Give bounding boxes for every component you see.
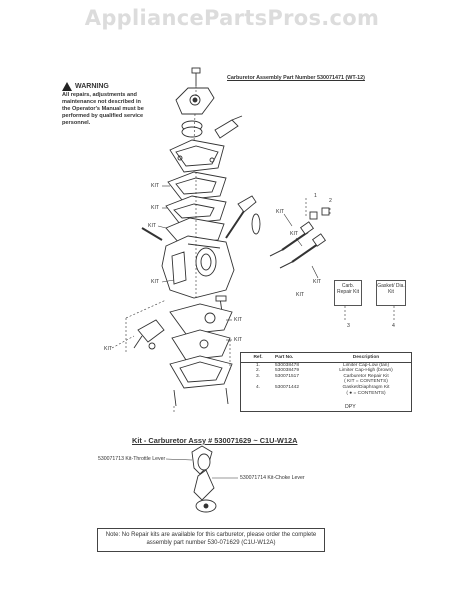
table-row: ( KIT = CONTENTS) [241,379,411,385]
col-ref-header: Ref. [253,355,263,360]
warning-block: WARNING All repairs, adjustments and mai… [62,82,150,127]
bottom-screws [173,387,229,407]
ref-number-3: 3 [347,323,350,329]
kit-section-title: Kit - Carburetor Assy # 530071629 ~ C1U-… [132,436,298,445]
cell-part: 530038478 [275,362,300,368]
warning-heading: WARNING [75,83,109,90]
parts-table: Ref. Part No. Description 1. 530038478 L… [240,352,412,412]
kit-levers-drawing [165,445,238,513]
table-footer-mark: DPY [345,404,356,410]
col-desc-header: Description [352,355,380,360]
ref-number-4: 4 [392,323,395,329]
throttle-lever-label: 530071713 Kit-Throttle Lever [98,456,166,462]
callout-leaders [157,185,319,341]
pump-cover [175,87,215,115]
metering-diaphragm [171,329,231,361]
kit-callout: KIT [151,205,160,211]
table-row: 1. 530038478 Limiter Cap-Low (tan) [241,363,411,369]
kit-callout: KIT [313,279,322,285]
choke-assembly [133,319,165,350]
top-screw [191,67,201,86]
cell-ref: 1. [255,362,260,368]
ref-number-1: 1 [314,193,317,199]
carburetor-body [161,235,235,299]
ref-number-2: 2 [329,198,332,204]
filter-screen [181,120,203,138]
table-row: 2. 530038479 Limiter Cap-High (brown) [241,368,411,374]
high-speed-needle [279,233,327,269]
leader-lines [111,86,395,414]
cell-desc: Gasket/Diaphragm Kit [342,384,390,390]
inlet-fitting [214,115,243,139]
cell-desc: Limiter Cap-Low (tan) [342,362,390,368]
kit-callout: KIT [276,209,285,215]
cell-ref: 2. [255,368,260,374]
low-speed-needle [269,221,315,257]
metering-cover [169,355,233,389]
cell-desc: Carburetor Repair Kit [343,373,389,379]
kit-callout: KIT [234,337,243,343]
parts-table-header: Ref. Part No. Description [241,353,411,363]
warning-icon [62,82,72,91]
note-box: Note: No Repair kits are available for t… [97,528,325,552]
choke-lever-label: 530071714 Kit-Choke Lever [240,475,305,481]
carburetor-assembly-title: Carburetor Assembly Part Number 53007147… [227,75,365,81]
cell-part [275,391,323,397]
metering-gasket [169,303,233,335]
table-row: ( ● = CONTENTS) [241,391,411,397]
table-row: 4. 530071442 Gasket/Diaphragm Kit [241,385,411,391]
kit-callout: KIT [151,279,160,285]
limiter-caps [309,207,330,220]
pump-gasket [167,171,227,201]
cell-desc: ( ● = CONTENTS) [346,390,386,396]
cell-ref: 3. [255,373,260,379]
kit-callout: KIT [104,346,113,352]
box-carb-repair-kit: Carb. Repair Kit [334,280,362,306]
cell-ref [241,391,275,397]
cell-ref: 4. [255,384,260,390]
box-gasket-dia-kit: Gasket/ Dia. Kit [376,280,406,306]
kit-callout: KIT [290,231,299,237]
col-part-header: Part No. [275,355,294,360]
pin [141,227,163,241]
cell-part: 530071442 [275,384,300,390]
kit-callout: KIT [151,183,160,189]
table-row: 3. 530071517 Carburetor Repair Kit [241,374,411,380]
kit-callout: KIT [148,223,157,229]
cell-desc: ( KIT = CONTENTS) [344,379,388,385]
throttle-shaft [225,195,261,239]
kit-callout: KIT [234,317,243,323]
pump-body [169,139,225,173]
watermark: AppliancePartsPros.com [84,6,380,30]
cell-desc: Limiter Cap-High (brown) [339,368,393,374]
cell-part: 530038479 [275,368,300,374]
warning-text: All repairs, adjustments and maintenance… [62,92,144,126]
kit-callout: KIT [296,292,305,298]
cell-part: 530071517 [275,373,300,379]
